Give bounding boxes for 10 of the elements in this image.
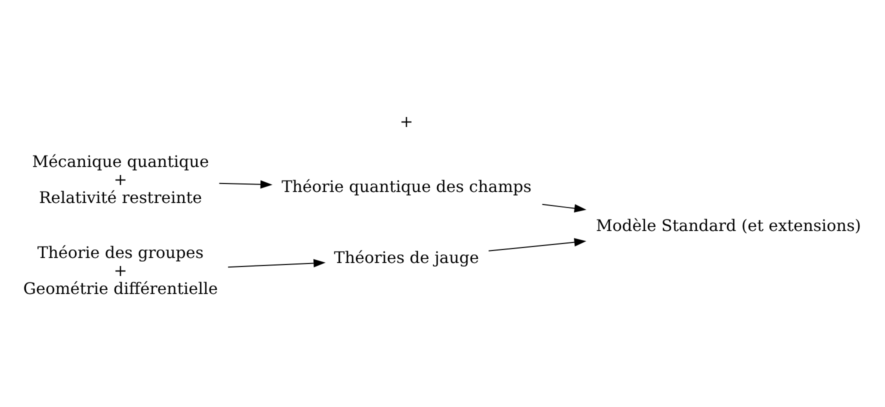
label: +	[400, 111, 414, 130]
node-text: Théorie quantique des champs	[282, 176, 532, 196]
node-text: Mécanique quantique + Relativité restreinte	[32, 151, 209, 206]
arrow	[488, 238, 586, 251]
arrow	[218, 180, 272, 188]
arrow	[542, 203, 586, 212]
arrow	[228, 258, 326, 268]
node-text: Théorie des groupes + Geométrie différentielle	[23, 242, 218, 298]
node-text: Modèle Standard (et extensions)	[596, 215, 862, 234]
node-text: Théories de jauge	[334, 247, 479, 266]
